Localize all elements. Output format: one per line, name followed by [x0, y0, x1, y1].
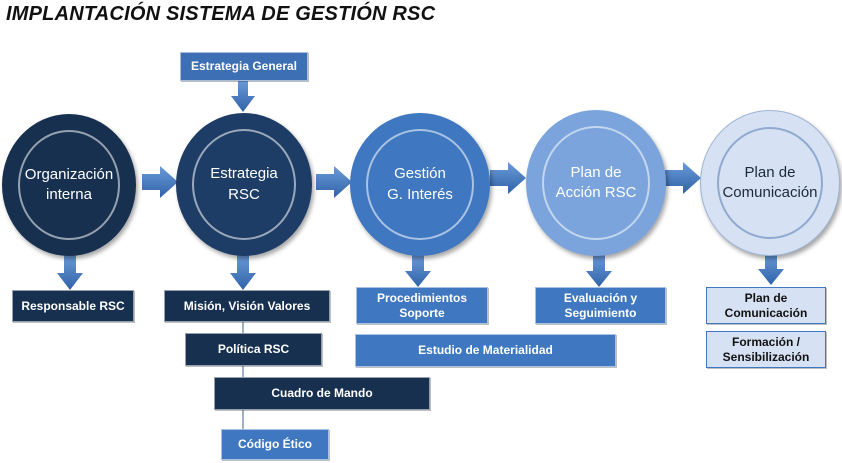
formacion-sensibilizacion-box: Formación / Sensibilización	[706, 331, 826, 368]
stage-plan-comunicacion: Plan de Comunicación	[700, 110, 840, 256]
estrategia-general-box: Estrategia General	[180, 52, 308, 81]
codigo-etico-box: Código Ético	[221, 429, 329, 460]
estudio-materialidad-box: Estudio de Materialidad	[355, 334, 616, 367]
mision-vision-valores-box: Misión, Visión Valores	[164, 290, 330, 322]
stage-organizacion-interna: Organización interna	[2, 114, 136, 256]
page-title: IMPLANTACIÓN SISTEMA DE GESTIÓN RSC	[6, 3, 436, 25]
arrow-down-icon	[57, 255, 83, 290]
stage-gestion-g-interes: Gestión G. Interés	[350, 113, 490, 256]
stage-label: Gestión G. Interés	[387, 165, 453, 203]
arrow-down-icon	[231, 80, 255, 112]
stage-label: Organización interna	[24, 165, 114, 203]
arrow-right-icon	[665, 162, 701, 194]
cuadro-de-mando-box: Cuadro de Mando	[214, 377, 430, 410]
stage-plan-accion-rsc: Plan de Acción RSC	[526, 110, 666, 256]
arrow-down-icon	[758, 253, 784, 285]
politica-rsc-box: Política RSC	[185, 333, 322, 366]
arrow-down-icon	[230, 255, 256, 290]
arrow-down-icon	[586, 255, 612, 287]
plan-comunicacion-box: Plan de Comunicación	[706, 287, 826, 324]
stage-label: Plan de Acción RSC	[555, 163, 637, 201]
arrow-right-icon	[316, 166, 352, 198]
evaluacion-seguimiento-box: Evaluación y Seguimiento	[535, 287, 666, 324]
procedimientos-soporte-box: Procedimientos Soporte	[356, 287, 488, 324]
arrow-down-icon	[405, 255, 431, 287]
responsable-rsc-box: Responsable RSC	[12, 290, 134, 322]
stage-label: Plan de Comunicación	[722, 163, 818, 201]
arrow-right-icon	[142, 166, 178, 198]
stage-label: Estrategia RSC	[210, 165, 278, 203]
stage-estrategia-rsc: Estrategia RSC	[176, 113, 312, 256]
arrow-right-icon	[490, 162, 526, 194]
